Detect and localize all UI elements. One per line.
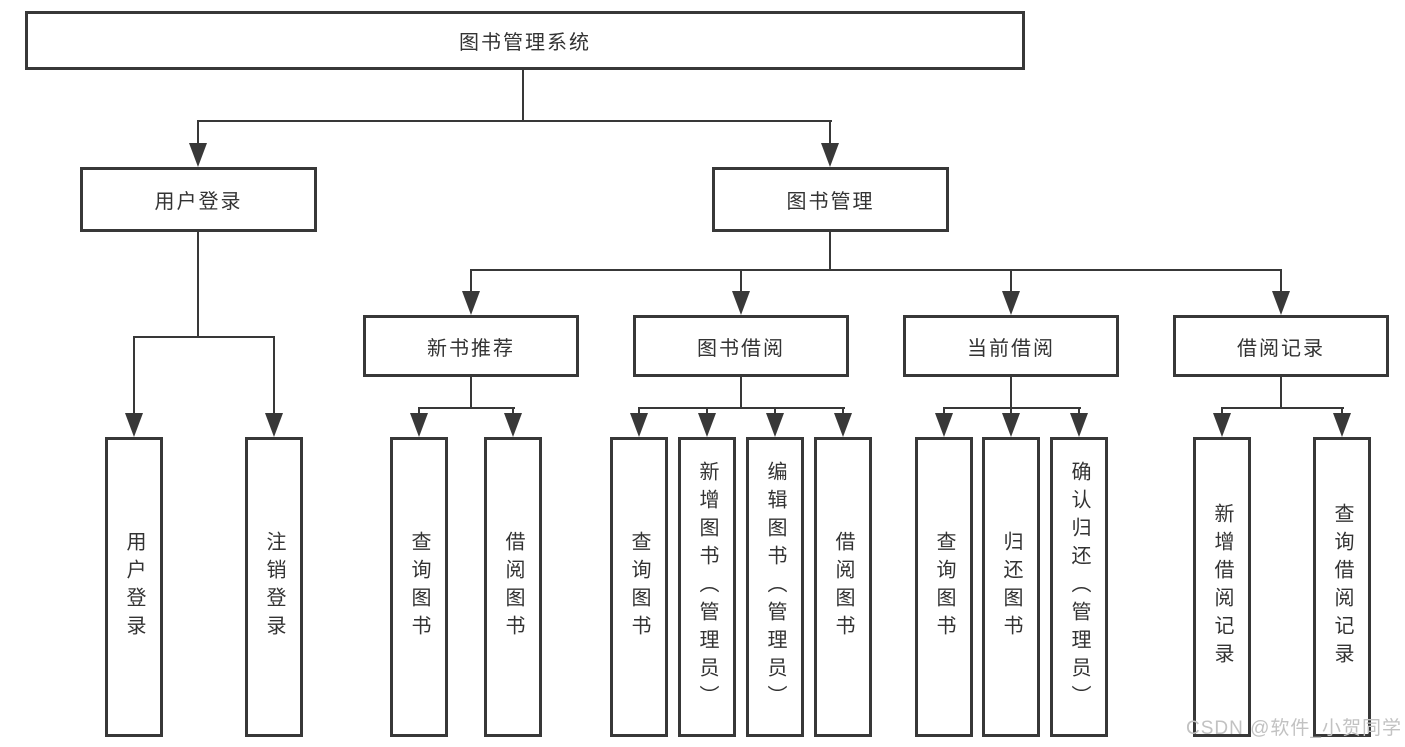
node-new-book-recommendation: 新书推荐 [363, 315, 579, 377]
node-book-management: 图书管理 [712, 167, 949, 232]
node-label: 新书推荐 [427, 337, 515, 360]
node-label: 借阅记录 [1237, 337, 1325, 360]
connector-line [706, 407, 708, 415]
arrow-down-icon [935, 413, 953, 437]
arrow-down-icon [698, 413, 716, 437]
arrow-down-icon [265, 413, 283, 437]
node-label: 借阅图书 [502, 531, 524, 643]
node-label: 编辑图书（管理员） [764, 461, 786, 713]
leaf-search-borrow-record: 查询借阅记录 [1313, 437, 1371, 737]
node-label: 查询图书 [408, 531, 430, 643]
leaf-add-borrow-record: 新增借阅记录 [1193, 437, 1251, 737]
connector-line [740, 269, 742, 293]
node-label: 图书管理 [786, 191, 875, 213]
arrow-down-icon [462, 291, 480, 315]
connector-line [638, 407, 845, 409]
connector-line [470, 377, 472, 409]
connector-line [418, 407, 420, 415]
node-borrowing-records: 借阅记录 [1173, 315, 1389, 377]
arrow-down-icon [630, 413, 648, 437]
node-label: 查询借阅记录 [1331, 503, 1353, 671]
node-label: 注销登录 [263, 531, 285, 643]
connector-line [842, 407, 844, 415]
connector-line [470, 269, 472, 293]
connector-line [512, 407, 514, 415]
node-label: 当前借阅 [967, 337, 1055, 360]
connector-line [418, 407, 515, 409]
connector-line [638, 407, 640, 415]
leaf-confirm-return-admin: 确认归还（管理员） [1050, 437, 1108, 737]
connector-line [133, 336, 275, 338]
node-label: 借阅图书 [832, 531, 854, 643]
arrow-down-icon [766, 413, 784, 437]
connector-line [133, 336, 135, 415]
arrow-down-icon [410, 413, 428, 437]
connector-line [1221, 407, 1223, 415]
leaf-search-books-recommend: 查询图书 [390, 437, 448, 737]
node-label: 图书借阅 [697, 337, 785, 360]
connector-line [1010, 269, 1012, 293]
leaf-add-books-admin: 新增图书（管理员） [678, 437, 736, 737]
connector-line [943, 407, 1081, 409]
connector-line [1280, 377, 1282, 409]
node-label: 确认归还（管理员） [1068, 461, 1090, 713]
arrow-down-icon [125, 413, 143, 437]
connector-line [829, 120, 831, 145]
connector-line [1078, 407, 1080, 415]
node-user-login: 用户登录 [80, 167, 317, 232]
connector-line [1010, 407, 1012, 415]
connector-line [829, 232, 831, 271]
connector-line [197, 232, 199, 338]
node-label: 新增借阅记录 [1211, 503, 1233, 671]
node-book-borrowing: 图书借阅 [633, 315, 849, 377]
connector-line [470, 269, 1282, 271]
arrow-down-icon [821, 143, 839, 167]
node-label: 新增图书（管理员） [696, 461, 718, 713]
connector-line [1010, 377, 1012, 409]
leaf-search-books-borrowing: 查询图书 [610, 437, 668, 737]
connector-line [522, 70, 524, 121]
arrow-down-icon [1002, 413, 1020, 437]
arrow-down-icon [189, 143, 207, 167]
arrow-down-icon [834, 413, 852, 437]
leaf-return-books: 归还图书 [982, 437, 1040, 737]
connector-line [273, 336, 275, 415]
connector-line [1341, 407, 1343, 415]
arrow-down-icon [1213, 413, 1231, 437]
node-label: 用户登录 [154, 191, 243, 213]
arrow-down-icon [732, 291, 750, 315]
arrow-down-icon [1002, 291, 1020, 315]
node-current-borrowing: 当前借阅 [903, 315, 1119, 377]
connector-line [774, 407, 776, 415]
leaf-user-login: 用户登录 [105, 437, 163, 737]
arrow-down-icon [1333, 413, 1351, 437]
connector-line [740, 377, 742, 409]
leaf-borrow-books-recommend: 借阅图书 [484, 437, 542, 737]
arrow-down-icon [1272, 291, 1290, 315]
connector-line [943, 407, 945, 415]
connector-line [197, 120, 199, 145]
leaf-search-books-current: 查询图书 [915, 437, 973, 737]
node-label: 查询图书 [628, 531, 650, 643]
csdn-watermark: CSDN @软件_小贺同学 [1186, 718, 1402, 739]
node-label: 用户登录 [123, 531, 145, 643]
node-label: 归还图书 [1000, 531, 1022, 643]
node-label: 查询图书 [933, 531, 955, 643]
connector-line [1280, 269, 1282, 293]
node-label: 图书管理系统 [459, 32, 591, 54]
node-root: 图书管理系统 [25, 11, 1025, 70]
arrow-down-icon [1070, 413, 1088, 437]
leaf-borrow-books-borrowing: 借阅图书 [814, 437, 872, 737]
connector-line [197, 120, 832, 122]
leaf-logout: 注销登录 [245, 437, 303, 737]
connector-line [1221, 407, 1344, 409]
arrow-down-icon [504, 413, 522, 437]
leaf-edit-books-admin: 编辑图书（管理员） [746, 437, 804, 737]
